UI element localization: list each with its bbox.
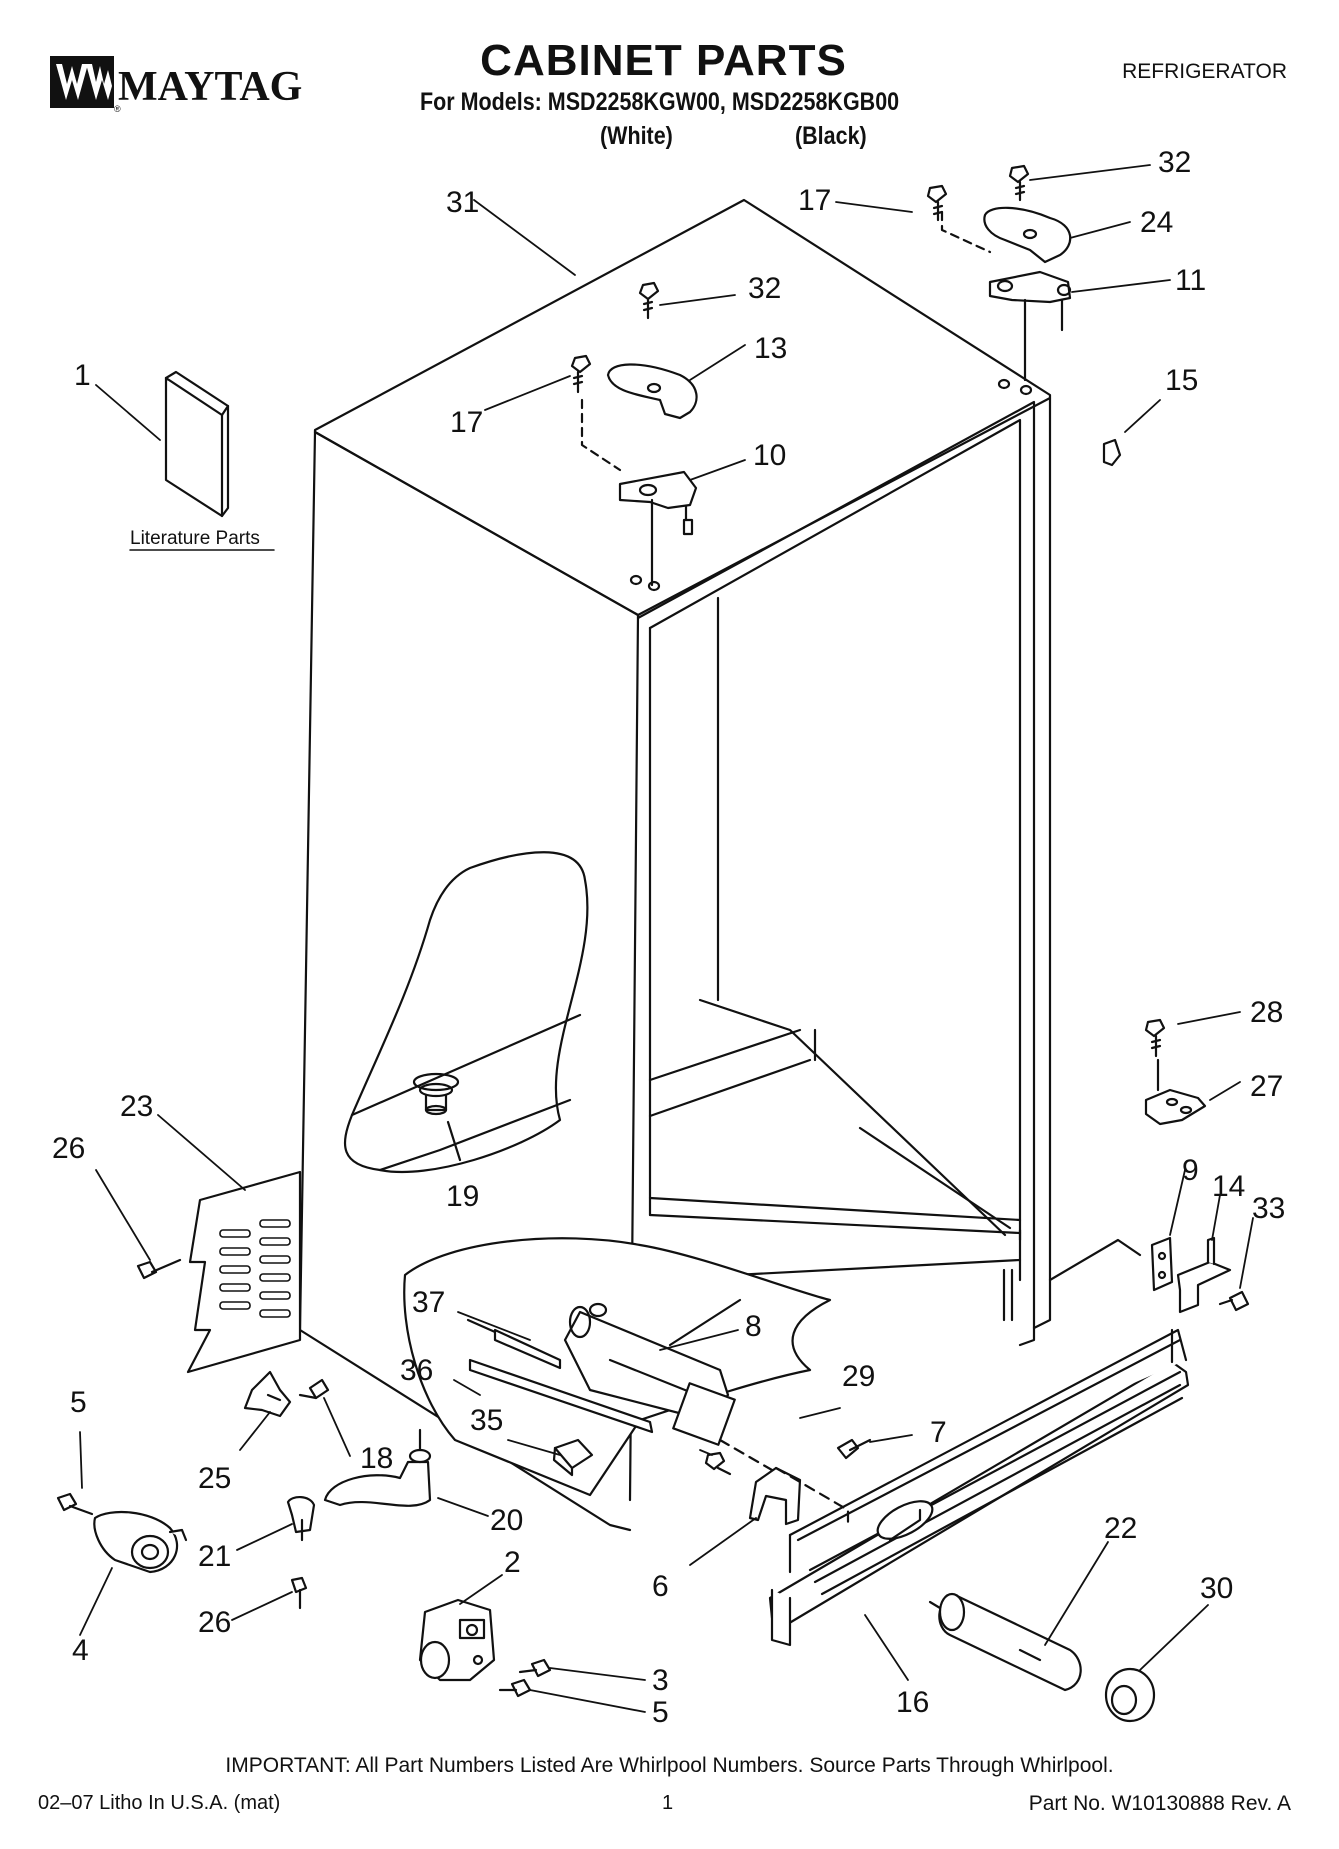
svg-text:5: 5 <box>70 1386 87 1419</box>
maytag-logo: MAYTAG ® <box>48 50 328 118</box>
svg-text:21: 21 <box>198 1540 231 1573</box>
leader-lines <box>79 164 1254 1713</box>
svg-text:24: 24 <box>1140 206 1173 239</box>
svg-text:32: 32 <box>1158 146 1191 179</box>
part-24-cap <box>983 206 1072 264</box>
part-10-hinge <box>618 470 698 536</box>
svg-text:10: 10 <box>753 439 786 472</box>
svg-text:16: 16 <box>896 1686 929 1719</box>
part-8-fitting <box>563 1298 742 1446</box>
svg-text:8: 8 <box>745 1310 762 1343</box>
svg-text:32: 32 <box>748 272 781 305</box>
svg-text:23: 23 <box>120 1090 153 1123</box>
part-1-literature <box>164 370 230 518</box>
models-line: For Models: MSD2258KGW00, MSD2258KGB00 <box>420 88 900 116</box>
literature-parts-label: Literature Parts <box>130 528 260 549</box>
part-19-grommet <box>412 1072 462 1162</box>
svg-text:®: ® <box>114 104 121 114</box>
svg-text:19: 19 <box>446 1180 479 1213</box>
part-11-hinge <box>988 270 1072 332</box>
part-20-tube <box>286 1428 432 1542</box>
svg-text:35: 35 <box>470 1404 503 1437</box>
svg-text:13: 13 <box>754 332 787 365</box>
svg-text:29: 29 <box>842 1360 875 1393</box>
part-13-cap <box>606 363 698 420</box>
part-16-toe-grille <box>768 1328 1190 1647</box>
part-9-14-bracket <box>1150 1236 1250 1314</box>
svg-text:14: 14 <box>1212 1170 1245 1203</box>
svg-text:3: 3 <box>652 1664 669 1697</box>
svg-text:5: 5 <box>652 1696 669 1729</box>
part-23-grille <box>186 1170 302 1374</box>
svg-text:26: 26 <box>198 1606 231 1639</box>
svg-text:20: 20 <box>490 1504 523 1537</box>
svg-text:17: 17 <box>450 406 483 439</box>
svg-text:2: 2 <box>504 1546 521 1579</box>
svg-text:26: 26 <box>52 1132 85 1165</box>
brand-text: MAYTAG <box>118 64 302 110</box>
part-2-roller <box>418 1598 552 1698</box>
svg-text:37: 37 <box>412 1286 445 1319</box>
appliance-type: REFRIGERATOR <box>1122 60 1287 83</box>
svg-text:1: 1 <box>74 359 91 392</box>
svg-text:9: 9 <box>1182 1154 1199 1187</box>
important-note: IMPORTANT: All Part Numbers Listed Are W… <box>225 1754 1114 1777</box>
litho-info: 02–07 Litho In U.S.A. (mat) <box>38 1792 281 1814</box>
page-title: CABINET PARTS <box>480 36 847 85</box>
variant-black: (Black) <box>795 122 867 150</box>
svg-text:6: 6 <box>652 1570 669 1603</box>
svg-text:36: 36 <box>400 1354 433 1387</box>
part-22-filter <box>928 1592 1082 1692</box>
part-4-roller <box>56 1492 188 1574</box>
part-27-bracket <box>1144 1018 1207 1126</box>
svg-text:11: 11 <box>1175 264 1206 297</box>
svg-text:25: 25 <box>198 1462 231 1495</box>
svg-text:4: 4 <box>72 1634 89 1667</box>
svg-text:18: 18 <box>360 1442 393 1475</box>
svg-text:17: 17 <box>798 184 831 217</box>
part-30-cap <box>1104 1667 1156 1723</box>
svg-text:7: 7 <box>930 1416 947 1449</box>
part-25-clip <box>243 1370 330 1418</box>
svg-text:28: 28 <box>1250 996 1283 1029</box>
svg-text:27: 27 <box>1250 1070 1283 1103</box>
cutaway-left <box>344 851 589 1174</box>
variant-white: (White) <box>600 122 673 150</box>
callout-labels: 31 17 32 24 11 32 13 1 17 15 10 28 27 23… <box>52 146 1285 1729</box>
screws-top <box>570 164 1030 394</box>
svg-text:22: 22 <box>1104 1512 1137 1545</box>
svg-text:31: 31 <box>446 186 479 219</box>
page-number: 1 <box>662 1792 674 1814</box>
svg-text:15: 15 <box>1165 364 1198 397</box>
svg-text:30: 30 <box>1200 1572 1233 1605</box>
part-15-clip <box>1102 438 1122 467</box>
part-number: Part No. W10130888 Rev. A <box>1028 1792 1291 1815</box>
svg-text:33: 33 <box>1252 1192 1285 1225</box>
